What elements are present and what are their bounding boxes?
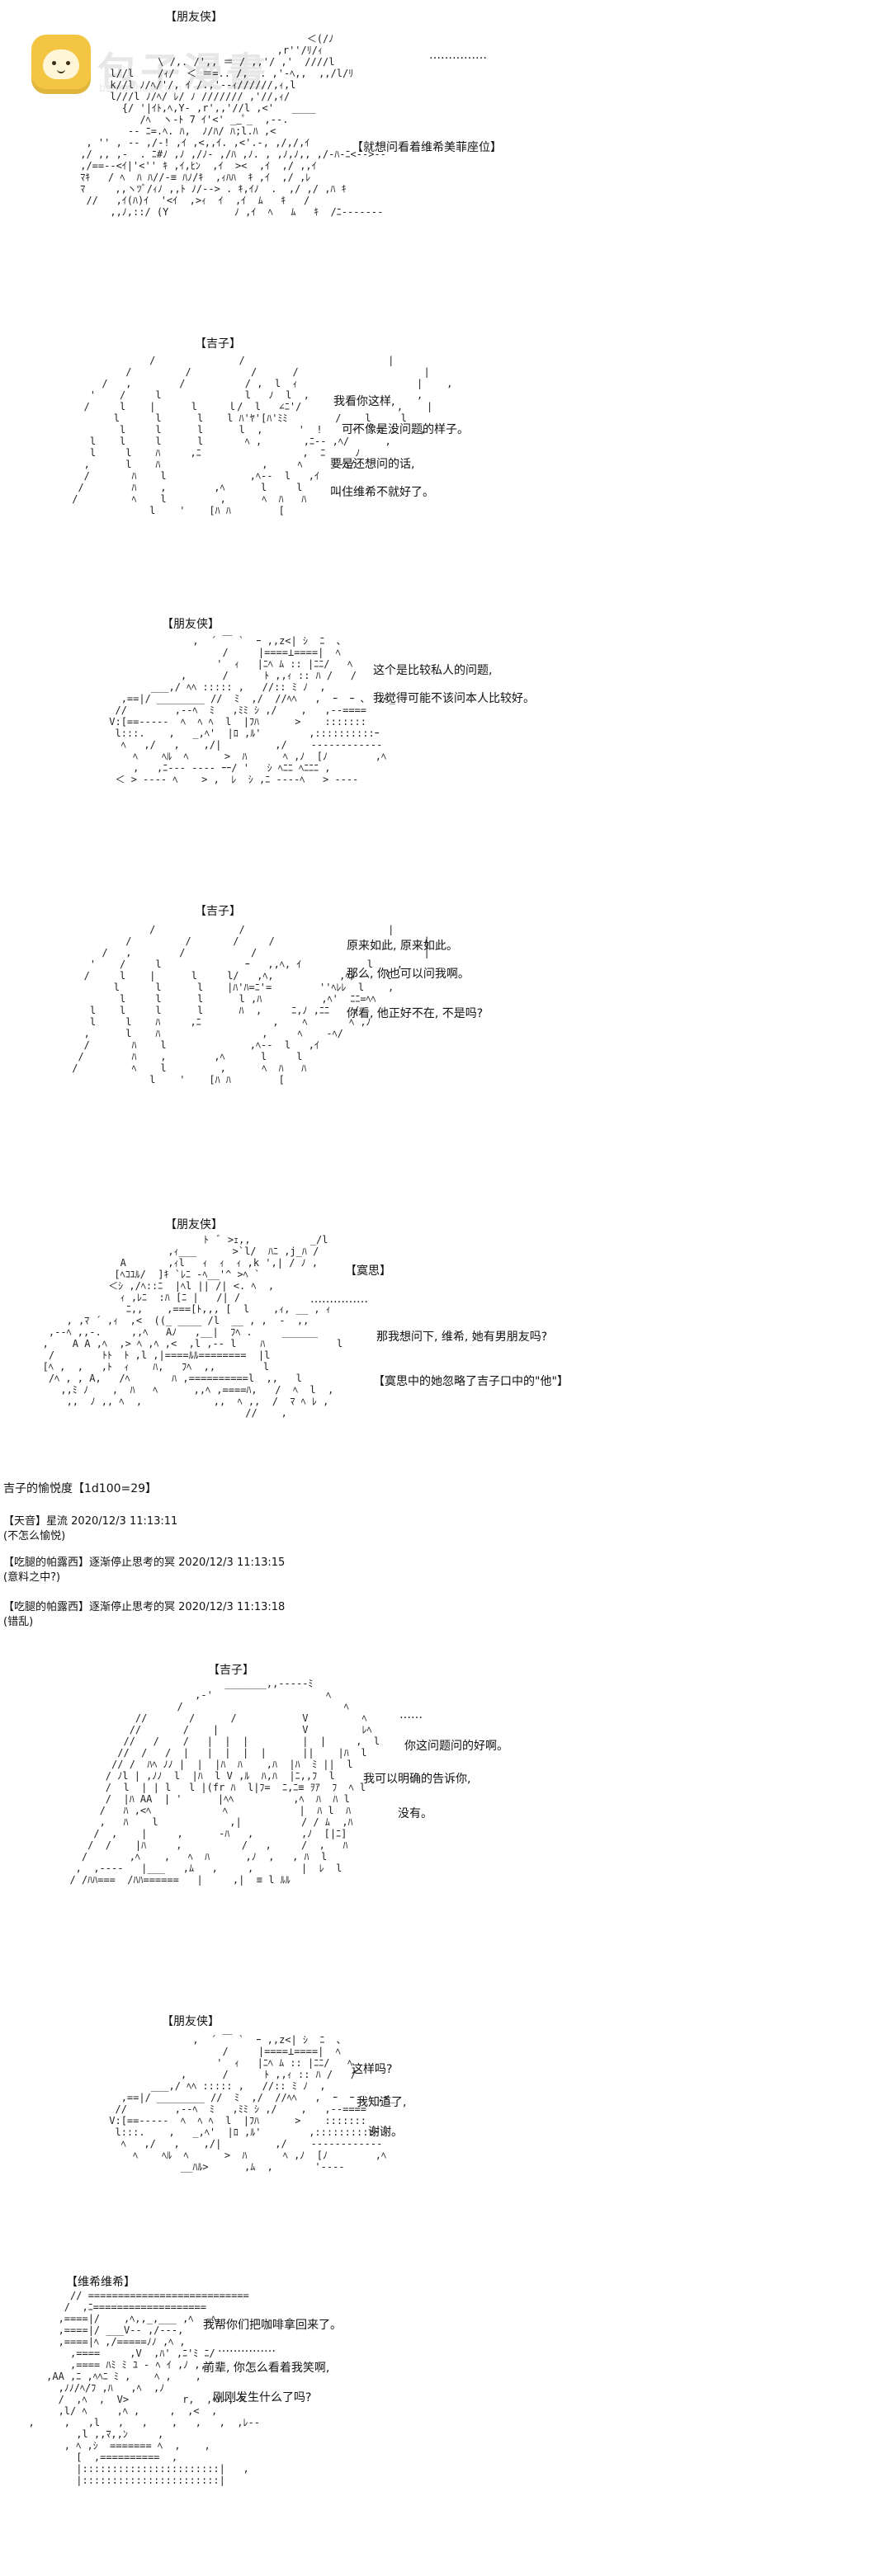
comment-author-name: 【吃腿的帕露西】逐渐停止思考的冥: [3, 1601, 176, 1613]
ascii-art-figure: ﾄ ﾞ >ｪ,, _/l ,ｨ___ >`l/ ﾊﾆ ,j_ﾊ / A ,ｨl …: [42, 1234, 343, 1419]
dialogue-line: 我帮你们把咖啡拿回来了。: [203, 2319, 342, 2332]
comment-author-name: 【吃腿的帕露西】逐渐停止思考的冥: [3, 1556, 176, 1569]
speaker-label: 【维希维希】: [66, 2276, 135, 2289]
dialogue-line: 这样吗?: [352, 2063, 393, 2076]
comment-text: (错乱): [3, 1616, 34, 1628]
speaker-label: 【吉子】: [195, 337, 241, 351]
dialogue-line: 我知道了,: [357, 2096, 407, 2109]
dialogue-line: 原来如此, 原来如此。: [347, 940, 458, 953]
ascii-art-figure: _______,,-----ﾐ ,-' ﾍ / ﾍ // / / V ﾍ // …: [69, 1678, 380, 1886]
dialogue-line: 【就想问看着维希美菲座位】: [352, 141, 502, 154]
dialogue-line: 【寞思中的她忽略了吉子口中的"他"】: [373, 1375, 569, 1388]
dialogue-line: 刚刚发生什么了吗?: [213, 2391, 312, 2404]
speaker-label: 【吉子】: [208, 1664, 254, 1677]
dialogue-line: 要是还想问的话,: [330, 458, 415, 471]
comment-author: 【吃腿的帕露西】逐渐停止思考的冥 2020/12/3 11:13:15: [3, 1556, 285, 1571]
speaker-label: 【朋友侠】: [162, 618, 220, 631]
speaker-label: 【朋友侠】: [162, 2015, 220, 2028]
comment-text: (不怎么愉悦): [3, 1530, 66, 1542]
comment-author: 【吃腿的帕露西】逐渐停止思考的冥 2020/12/3 11:13:18: [3, 1600, 285, 1615]
dialogue-line: 我觉得可能不该问本人比较好。: [373, 692, 535, 705]
dialogue-line: 你看, 他正好不在, 不是吗?: [347, 1007, 484, 1020]
speaker-label: 【朋友侠】: [165, 1218, 223, 1231]
watermark-logo: [31, 35, 91, 94]
ascii-art-figure: / / | / / / / | / , / / | ' / l ｰ: [72, 924, 430, 1085]
dice-roll-title: 吉子的愉悦度【1d100=29】: [3, 1482, 158, 1495]
speaker-label: 【朋友侠】: [165, 11, 223, 24]
dialogue-line: 【寞思】: [345, 1264, 391, 1278]
ascii-art-figure: ＜(/ﾉ ,r''/ﾘ/ｨ \ /,. /',, ＝ / ,,'/ ,' ///…: [80, 33, 386, 218]
dialogue-line: 这个是比较私人的问题,: [373, 664, 493, 677]
dialogue-line: 你这问题问的好啊。: [404, 1740, 508, 1753]
speaker-label: 【吉子】: [195, 905, 241, 918]
dialogue-line: ……………: [218, 2342, 276, 2355]
comment-text: (意料之中?): [3, 1571, 61, 1584]
ascii-art-figure: , ´ ￣ ` ｰ ,,z<| ｼ ﾆ ､ / |====⊥====| ﾍ ' …: [109, 635, 395, 785]
dialogue-line: 那么, 你也可以问我啊。: [347, 968, 470, 981]
dialogue-line: 可不像是没问题的样子。: [342, 423, 469, 436]
dialogue-line: 那我想问下, 维希, 她有男朋友吗?: [376, 1330, 548, 1344]
dialogue-line: 叫住维希不就好了。: [330, 486, 434, 499]
dialogue-line: 前辈, 你怎么看着我笑啊,: [203, 2362, 330, 2375]
ascii-art-figure: / / | / / / / | / , / / , l ｨ | , ' / l: [72, 355, 453, 516]
comment-time: 2020/12/3 11:13:11: [71, 1515, 178, 1528]
watermark-text: 包子漫畫: [97, 49, 270, 96]
comment-author-name: 【天音】星流: [3, 1515, 69, 1528]
dialogue-line: ……………: [429, 49, 487, 62]
dialogue-line: 我看你这样,: [333, 395, 395, 408]
ascii-art-figure: // =========================== / ,ﾆ=====…: [28, 2290, 260, 2486]
dialogue-line: ……: [399, 1708, 423, 1721]
dialogue-line: 谢谢。: [368, 2126, 403, 2139]
watermark-url: bzmanhua.com: [99, 82, 182, 95]
dialogue-line: ……………: [310, 1293, 368, 1306]
dialogue-line: 我可以明确的告诉你,: [363, 1773, 471, 1786]
comment-author: 【天音】星流 2020/12/3 11:13:11: [3, 1514, 177, 1529]
comment-time: 2020/12/3 11:13:15: [178, 1556, 286, 1569]
ascii-art-figure: , ´ ￣ ` ｰ ,,z<| ｼ ﾆ ､ / |====⊥====| ﾍ ' …: [109, 2034, 395, 2173]
comment-time: 2020/12/3 11:13:18: [178, 1601, 286, 1613]
dialogue-line: 没有。: [398, 1807, 432, 1820]
